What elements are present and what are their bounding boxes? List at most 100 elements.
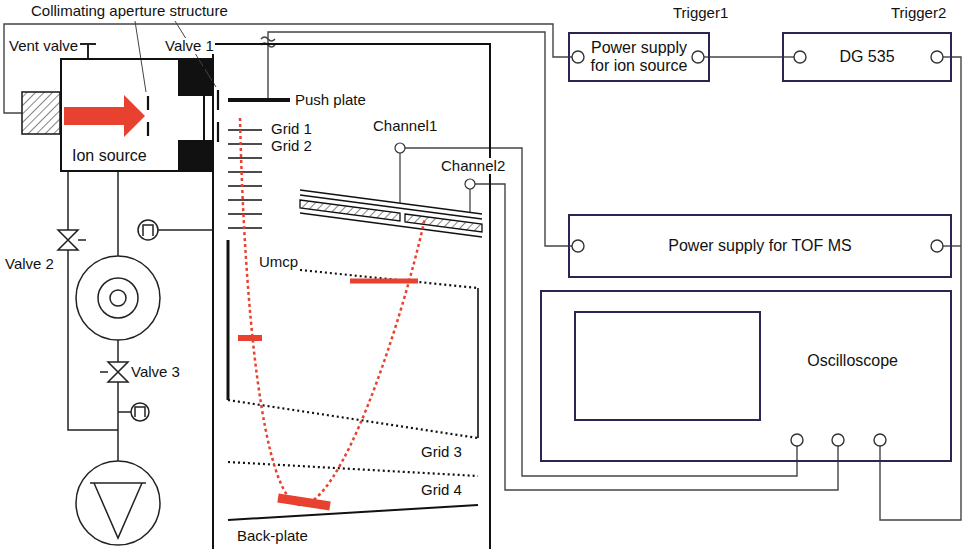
trigger-stub	[879, 446, 880, 462]
drawing-part	[117, 172, 119, 256]
push-plate-wire	[268, 32, 573, 246]
drawing-part	[68, 250, 118, 430]
drawing-part	[692, 51, 704, 63]
drawing-part	[138, 220, 158, 240]
ion-trajectory	[240, 118, 425, 505]
ion-source-flange	[22, 92, 60, 134]
drawing-part	[217, 90, 219, 110]
drawing-part	[300, 213, 482, 237]
part-label: Channel1	[372, 118, 438, 134]
drawing-part	[469, 189, 470, 212]
terminals	[572, 51, 943, 446]
part-label: Collimating aperture structure	[30, 3, 229, 19]
drawing-part	[572, 51, 584, 63]
node-label: DG 535	[839, 48, 894, 66]
drawing-part	[931, 51, 943, 63]
part-label: Channel2	[440, 158, 506, 174]
drawing-part	[147, 96, 149, 110]
grid-electrode	[228, 199, 262, 200]
drawing-part	[117, 382, 119, 461]
drawing-part	[143, 225, 153, 236]
drawing-part	[572, 240, 584, 252]
drawing-part	[794, 51, 806, 63]
valve-block	[178, 58, 213, 96]
part-label: Umcp	[258, 254, 299, 270]
drawing-part	[465, 179, 475, 189]
drawing-part	[832, 434, 844, 446]
drawing-part	[399, 153, 400, 203]
node-text-group: Oscilloscope	[807, 352, 898, 370]
part-label: Valve 1	[164, 38, 215, 54]
drawing-part	[238, 335, 262, 341]
reflectron-wall	[477, 288, 479, 438]
node-label: Oscilloscope	[807, 352, 898, 370]
drawing-part	[405, 214, 482, 232]
drawing-part	[94, 483, 142, 538]
node-label: Power supply for TOF MS	[668, 237, 851, 255]
drawing-part	[131, 403, 149, 421]
trigger-label: Trigger2	[890, 5, 947, 21]
drawing-part	[108, 362, 128, 382]
drawing-part	[135, 407, 145, 417]
accelerating-grids	[228, 130, 262, 228]
drawing-part	[175, 21, 216, 87]
grid-electrode	[228, 143, 262, 144]
trigger-label: Trigger1	[672, 5, 729, 21]
drawing-part	[67, 172, 69, 230]
part-label: Valve 3	[130, 364, 181, 380]
drawing-part	[395, 143, 405, 153]
vacuum-system	[58, 172, 213, 545]
drawing-part	[118, 411, 131, 413]
ion-source-wire	[4, 24, 573, 113]
aperture-plates	[148, 90, 218, 142]
drawing-part	[78, 239, 86, 241]
drawing-part	[110, 290, 126, 306]
drawing-part	[90, 482, 146, 484]
drawing-part	[931, 240, 943, 252]
back-plate	[228, 505, 478, 520]
signal-wire	[880, 57, 961, 520]
channel-leads	[395, 143, 475, 212]
part-label: Back-plate	[236, 528, 309, 544]
drawing-part	[98, 278, 138, 318]
umcp-grid	[300, 270, 478, 288]
drawing-part	[87, 44, 89, 58]
grid-4	[228, 462, 478, 476]
drawing-part	[300, 200, 400, 221]
drawing-part	[100, 371, 108, 373]
part-label: Valve 2	[4, 256, 55, 272]
oscilloscope-screen	[575, 312, 760, 420]
push-plate	[228, 98, 290, 102]
vent-valve-symbol	[80, 44, 96, 58]
drawing-part	[350, 279, 418, 284]
drawing-part	[147, 122, 149, 136]
grid-3	[228, 400, 478, 438]
ion-beam-arrow	[64, 95, 145, 137]
tof-supply-stub	[943, 245, 961, 246]
drawing-part	[117, 340, 119, 362]
signal-wire	[710, 56, 782, 57]
grid-electrode	[228, 185, 262, 186]
drawing-part	[278, 498, 330, 506]
node-label: Ion source	[70, 147, 149, 165]
node-text-group: Power supply for ion source	[584, 39, 694, 76]
ion-packets	[238, 281, 418, 506]
part-label: Grid 2	[270, 138, 313, 154]
wiring	[4, 24, 961, 490]
channel2-wire	[475, 184, 838, 490]
part-label: Vent valve	[8, 38, 79, 54]
node-text-group: Power supply for TOF MS	[668, 237, 851, 255]
mcp-detector	[300, 190, 482, 237]
drawing-part	[158, 229, 213, 231]
drawing-part	[80, 43, 96, 45]
grid-electrode	[228, 129, 262, 130]
power-supply-box: Power supply for TOF MS	[568, 214, 952, 278]
drawing-part	[76, 256, 160, 340]
drift-tube-wall	[227, 240, 230, 400]
part-label: Grid 3	[420, 444, 463, 460]
drawing-part	[791, 434, 803, 446]
node-text-group: DG 535	[839, 48, 894, 66]
node-text-group: Ion source	[70, 147, 149, 165]
